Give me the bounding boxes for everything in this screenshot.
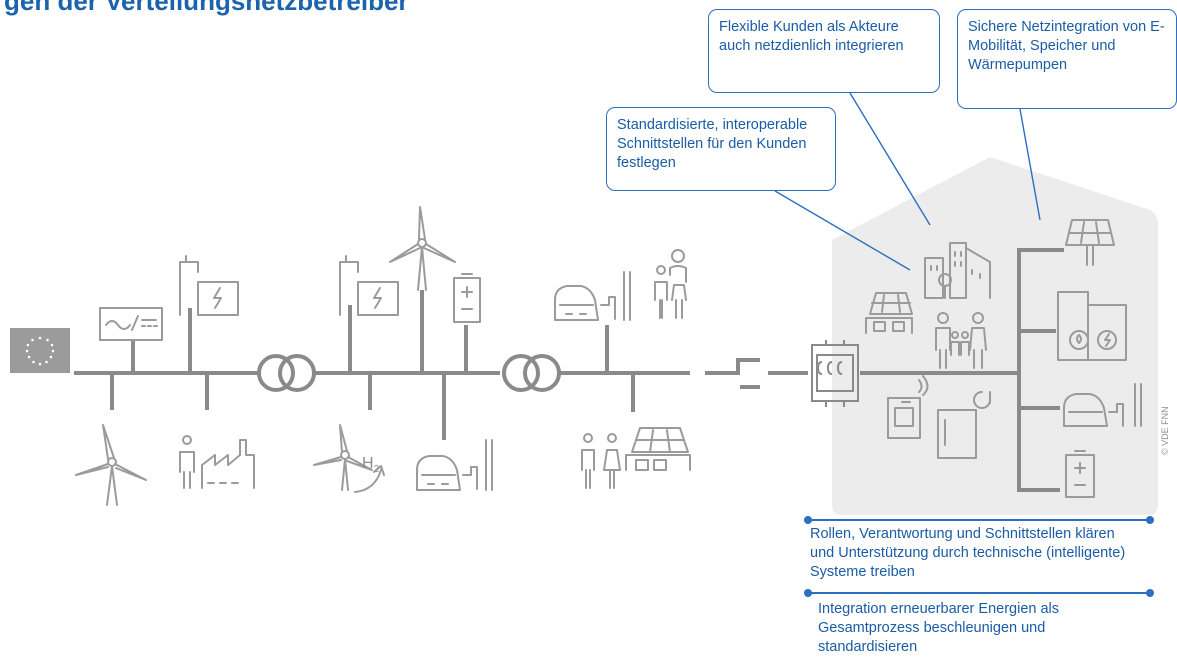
callout-1-pointer: [774, 190, 911, 271]
inverter-icon: [99, 307, 163, 341]
battery-icon: [453, 273, 481, 323]
transformer-icon: [257, 354, 316, 392]
industry-icon: [179, 435, 255, 489]
power-plant-icon: [179, 255, 239, 316]
solar-panel-icon: [1065, 219, 1115, 266]
hydrogen-label: H2: [362, 455, 380, 476]
note-renewables: Integration erneuerbarer Energien als Ge…: [818, 601, 1060, 655]
divider-dot: [1146, 589, 1154, 597]
copyright-label: © VDE FNN: [1160, 406, 1170, 455]
house-pv-icon: [865, 292, 913, 334]
callout-grid-integration: Sichere Netzintegration von E-Mobilität,…: [957, 9, 1177, 109]
smart-meter-gateway-icon: [811, 340, 859, 407]
note-roles: Rollen, Verantwortung und Schnittstellen…: [810, 526, 1126, 580]
eu-flag-icon: [10, 328, 70, 373]
switch-icon: [725, 358, 760, 389]
wind-turbine-icon: [75, 424, 147, 506]
ev-charging-icon: [554, 271, 631, 321]
household-family-icon: [935, 312, 987, 369]
ev-charging-icon: [416, 439, 493, 491]
ev-charging-icon: [1063, 383, 1142, 427]
transformer-icon: [502, 354, 561, 392]
wind-turbine-icon: [389, 206, 456, 291]
callout-flexible-customers: Flexible Kunden als Akteure auch netzdie…: [708, 9, 940, 93]
city-buildings-icon: [924, 242, 991, 299]
divider-dot: [804, 516, 812, 524]
power-plant-icon: [339, 255, 399, 316]
note-divider: [808, 519, 1150, 594]
callout-3-pointer: [1019, 108, 1041, 221]
battery-icon: [1065, 450, 1095, 498]
customer-house-area: [832, 157, 1158, 515]
hydrogen-electrolysis-icon: [313, 424, 385, 493]
power-switch-box-icon: [937, 391, 991, 459]
page-title: gen der Verteilungsnetzbetreiber: [4, 0, 409, 16]
household-pv-icon: [581, 427, 691, 489]
smart-control-box-icon: [887, 375, 929, 439]
callout-2-pointer: [849, 92, 931, 226]
divider-dot: [1146, 516, 1154, 524]
divider-dot: [804, 589, 812, 597]
household-people-icon: [654, 249, 687, 319]
heat-pump-icon: [1057, 291, 1127, 361]
callout-interfaces: Standardisierte, interoperable Schnittst…: [606, 107, 836, 191]
